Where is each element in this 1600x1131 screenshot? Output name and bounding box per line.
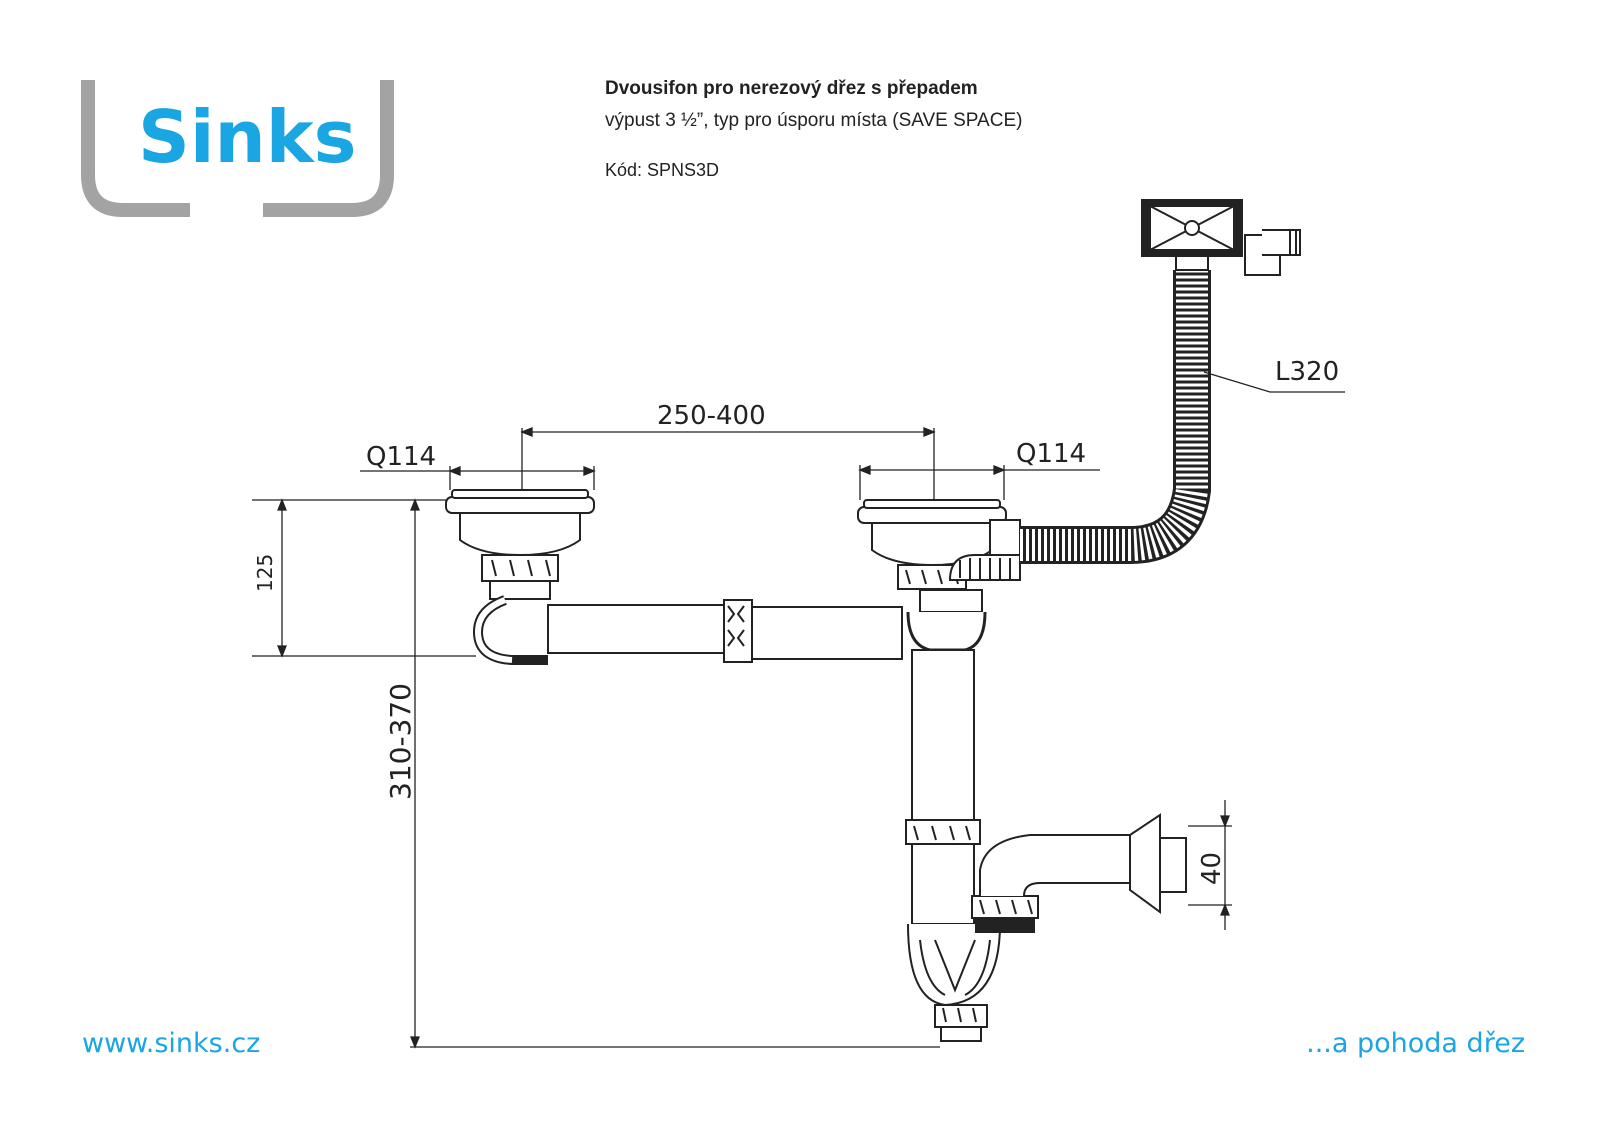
overflow-connector: [948, 554, 1021, 581]
dim-height-total: 310-370: [384, 683, 417, 800]
horizontal-drain-pipe: [472, 595, 903, 665]
dim-outlet-left: Q114: [366, 442, 436, 472]
outlet-elbow: [971, 813, 1187, 933]
product-code: Kód: SPNS3D: [605, 160, 720, 180]
dim-spacing: 250-400: [657, 401, 766, 431]
dim-height-short: 125: [253, 554, 277, 592]
overflow-head: [1141, 199, 1301, 276]
website-link[interactable]: www.sinks.cz: [82, 1028, 261, 1059]
siphon-riser: [905, 589, 987, 925]
left-strainer: [445, 489, 595, 600]
product-title: Dvousifon pro nerezový dřez s přepadem: [605, 78, 978, 99]
overflow-hose: [1020, 270, 1211, 564]
logo-text: Sinks: [138, 95, 357, 179]
slogan: ...a pohoda dřez: [1306, 1028, 1525, 1059]
sinks-logo: Sinks: [81, 80, 394, 217]
product-subtitle: výpust 3 ½”, typ pro úsporu místa (SAVE …: [605, 110, 1023, 131]
dim-overflow-hose: L320: [1275, 357, 1339, 387]
bottle-trap: [907, 923, 1001, 1042]
dim-outlet-right: Q114: [1016, 439, 1086, 469]
dim-outlet-height: 40: [1197, 852, 1227, 885]
